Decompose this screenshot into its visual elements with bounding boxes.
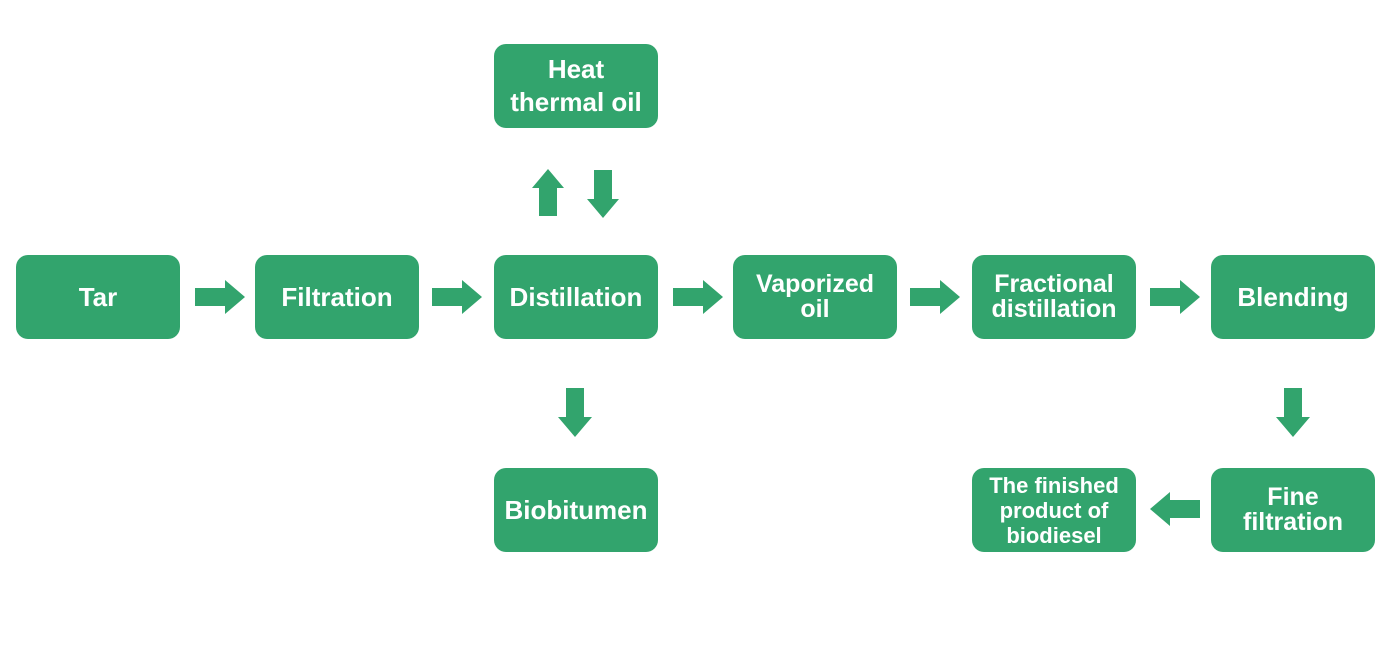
arrow-right-icon	[195, 280, 245, 314]
node-label: Vaporized oil	[755, 270, 875, 323]
node-fractional-distillation: Fractional distillation	[972, 255, 1136, 339]
node-distillation: Distillation	[494, 255, 658, 339]
node-label: Biobitumen	[504, 494, 648, 525]
arrow-down-icon	[558, 388, 592, 437]
node-vaporized-oil: Vaporized oil	[733, 255, 897, 339]
arrow-down-icon	[1276, 388, 1310, 437]
arrow-down-icon	[587, 170, 619, 218]
arrow-up-icon	[532, 169, 564, 216]
node-label: Filtration	[281, 281, 393, 312]
arrow-right-icon	[1150, 280, 1200, 314]
node-finished-product: The finished product of biodiesel	[972, 468, 1136, 552]
node-label: Fractional distillation	[991, 270, 1117, 323]
arrow-right-icon	[910, 280, 960, 314]
node-tar: Tar	[16, 255, 180, 339]
node-label: Blending	[1237, 281, 1349, 312]
arrow-left-icon	[1150, 492, 1200, 526]
node-biobitumen: Biobitumen	[494, 468, 658, 552]
arrow-right-icon	[673, 280, 723, 314]
arrow-right-icon	[432, 280, 482, 314]
node-filtration: Filtration	[255, 255, 419, 339]
node-label: Fine filtration	[1243, 483, 1343, 536]
node-label: The finished product of biodiesel	[989, 472, 1119, 548]
node-blending: Blending	[1211, 255, 1375, 339]
node-label: Distillation	[509, 281, 643, 312]
node-label: Tar	[78, 281, 118, 312]
node-heat-thermal-oil: Heat thermal oil	[494, 44, 658, 128]
node-label: Heat thermal oil	[510, 54, 642, 117]
node-fine-filtration: Fine filtration	[1211, 468, 1375, 552]
